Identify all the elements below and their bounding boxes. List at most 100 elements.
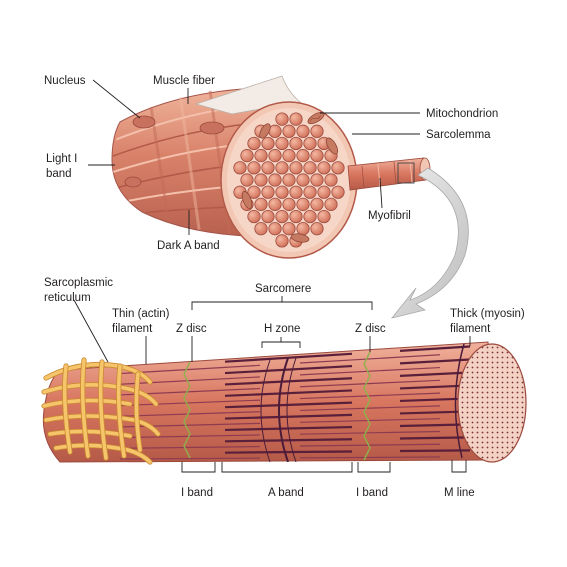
myofibril-cross-section-circle xyxy=(282,197,296,211)
myofibril-cross-section-circle xyxy=(282,173,296,187)
myofibril-cross-section-circle xyxy=(240,149,254,163)
myofibril-protrusion xyxy=(347,157,431,191)
label-thin-filament-line2: filament xyxy=(112,323,153,335)
myofibril-cross-section-circle xyxy=(275,161,289,175)
label-z-disc-right: Z disc xyxy=(355,323,386,335)
thick-filament xyxy=(399,423,471,428)
thin-filament xyxy=(119,434,261,439)
myofibril-cross-section-circle xyxy=(331,185,345,199)
nucleus-1 xyxy=(132,115,156,129)
thin-filament xyxy=(299,392,441,400)
myofibril-cross-section-circle xyxy=(296,149,310,163)
thin-filament xyxy=(119,399,261,407)
myofibril-cross-section-circle xyxy=(324,173,338,187)
myofibril-cross-section-circle xyxy=(247,136,261,151)
reticulum-tube xyxy=(62,364,72,454)
thick-filament xyxy=(224,352,353,363)
thick-filament xyxy=(399,384,471,390)
zoom-arrow-icon xyxy=(390,167,469,319)
myofibril-cross-section-circle xyxy=(289,185,303,199)
myofibril-cross-section-circle xyxy=(275,209,289,224)
myofibril-cross-section-circle xyxy=(268,222,282,236)
thick-filament xyxy=(224,413,353,420)
myofibril-cross-section-circle xyxy=(247,209,261,224)
thin-filament xyxy=(119,411,261,417)
reticulum-tube xyxy=(54,443,152,464)
thin-and-thick-filaments xyxy=(119,345,471,460)
myofibril-cross-section-circle xyxy=(282,222,296,236)
label-thick-filament-line2: filament xyxy=(450,323,491,335)
mitochondria xyxy=(241,111,339,243)
myofibril-cross-section-circle xyxy=(261,136,275,151)
label-thick-filament-line1: Thick (myosin) xyxy=(450,308,525,320)
myofibril-cross-section xyxy=(457,343,527,463)
reticulum-tube xyxy=(134,372,142,452)
myofibril-cross-section-circle xyxy=(310,149,324,163)
z-disc-left-line xyxy=(183,361,191,459)
myofibril-cross-section-circle xyxy=(289,136,303,151)
thick-filament xyxy=(399,449,471,453)
label-muscle-fiber: Muscle fiber xyxy=(153,75,215,87)
myofibril-cross-section-circle xyxy=(310,124,324,138)
myofibril-cross-section-circle xyxy=(296,124,310,138)
myofibril-cross-section-circle xyxy=(289,209,303,224)
myofibril-cross-section-circle xyxy=(275,136,289,151)
thick-filament xyxy=(224,377,353,386)
thin-filament xyxy=(299,366,441,376)
thin-filament xyxy=(299,443,441,447)
label-light-i-band-line1: Light I xyxy=(46,153,77,165)
label-sarcoplasmic-line2: reticulum xyxy=(44,292,91,304)
m-line-curve xyxy=(278,357,289,462)
thick-filament xyxy=(399,358,471,365)
myofibril-cross-section-circle xyxy=(331,161,345,175)
thick-filament xyxy=(224,364,353,375)
label-i-band-right: I band xyxy=(356,487,388,499)
myofibril-cross-section-circle xyxy=(261,161,275,175)
myofibril-cross-section-circle xyxy=(268,173,282,187)
myofibril-cross-section-circle xyxy=(275,234,289,248)
leader-lines xyxy=(73,79,471,364)
myofibril-cross-section-circle xyxy=(310,173,324,187)
label-i-band-left: I band xyxy=(181,487,213,499)
m-line-end xyxy=(454,343,465,459)
z-disc-right-line xyxy=(363,351,371,461)
thin-filament xyxy=(299,418,441,423)
reticulum-tube xyxy=(116,364,126,458)
myofibril-cross-section-circle xyxy=(275,112,289,126)
myofibril-cross-section-circle xyxy=(303,136,317,151)
myofibril-cross-section-circle xyxy=(324,197,338,211)
thick-filament xyxy=(399,436,471,440)
thin-filament xyxy=(299,456,441,459)
myofibril-cross-section-circle xyxy=(303,161,317,175)
myofibril-illustration xyxy=(41,341,527,465)
myofibril-cross-section-circle xyxy=(317,209,331,224)
myofibril-cross-section-circle xyxy=(254,197,268,211)
thin-filament xyxy=(299,379,441,388)
myofibril-cross-section-circle xyxy=(268,197,282,211)
label-z-disc-left: Z disc xyxy=(176,323,207,335)
label-thin-filament-line1: Thin (actin) xyxy=(112,308,170,320)
myofibril-cross-section-circle xyxy=(310,222,324,236)
label-m-line: M line xyxy=(444,487,475,499)
myofibril-cross-section-circle xyxy=(254,149,268,163)
thick-filament xyxy=(399,345,471,352)
myofibril-cross-section-circle xyxy=(247,185,261,199)
myofibril-cross-section-circle xyxy=(296,222,310,236)
myofibril-cross-section-circle xyxy=(254,222,268,236)
myofibril-zoom-box xyxy=(397,162,415,184)
myofibril-cross-section-circle xyxy=(268,149,282,163)
label-nucleus: Nucleus xyxy=(44,75,86,87)
sarcoplasmic-reticulum-mesh xyxy=(41,357,161,465)
label-h-zone: H zone xyxy=(264,323,300,335)
myofibril-cross-section-circle xyxy=(303,185,317,199)
myofibril-cross-section-circle xyxy=(275,185,289,199)
thin-filament xyxy=(119,364,261,375)
myofibril-cross-section-circle xyxy=(289,161,303,175)
label-mitochondrion: Mitochondrion xyxy=(426,108,498,120)
myofibril-cross-section-circle xyxy=(317,161,331,175)
myofibril-cross-section-circle xyxy=(317,185,331,199)
nucleus-3 xyxy=(124,176,142,188)
thin-filament xyxy=(299,354,441,364)
thin-filament xyxy=(299,405,441,412)
